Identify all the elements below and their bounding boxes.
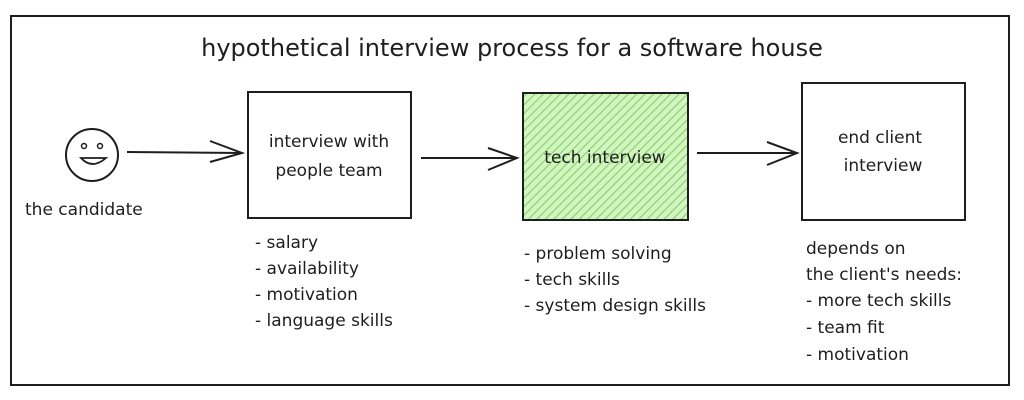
step-label: people team <box>275 161 382 181</box>
list-item: - language skills <box>255 311 393 331</box>
list-item: - problem solving <box>524 244 672 264</box>
list-item: - team fit <box>806 318 885 338</box>
step-label: interview with <box>269 132 389 152</box>
step-tech-interview-items: - problem solving - tech skills - system… <box>524 244 706 316</box>
list-item: - salary <box>255 233 318 253</box>
step-people-team: interview with people team <box>247 91 412 219</box>
list-item: - tech skills <box>524 270 620 290</box>
diagram-title: hypothetical interview process for a sof… <box>201 34 823 62</box>
list-item: - motivation <box>806 345 909 365</box>
list-item: - more tech skills <box>806 291 951 311</box>
list-item: the client's needs: <box>806 265 962 285</box>
arrow-people-to-tech <box>421 147 520 171</box>
step-end-client-items: depends on the client's needs: - more te… <box>806 239 962 365</box>
list-item: depends on <box>806 239 906 259</box>
step-label: end client <box>838 128 922 148</box>
step-end-client: end client interview <box>801 82 966 221</box>
arrow-candidate-to-people <box>126 140 246 163</box>
step-label: tech interview <box>544 148 666 168</box>
list-item: - availability <box>255 259 359 279</box>
candidate-label: the candidate <box>25 200 143 220</box>
outer-frame <box>10 15 1010 386</box>
list-item: - system design skills <box>524 296 706 316</box>
step-people-team-items: - salary - availability - motivation - l… <box>255 233 393 331</box>
candidate-smiley-icon <box>65 128 119 182</box>
step-tech-interview: tech interview <box>522 92 689 221</box>
arrow-tech-to-client <box>697 141 800 166</box>
step-label: interview <box>844 156 923 176</box>
list-item: - motivation <box>255 285 358 305</box>
